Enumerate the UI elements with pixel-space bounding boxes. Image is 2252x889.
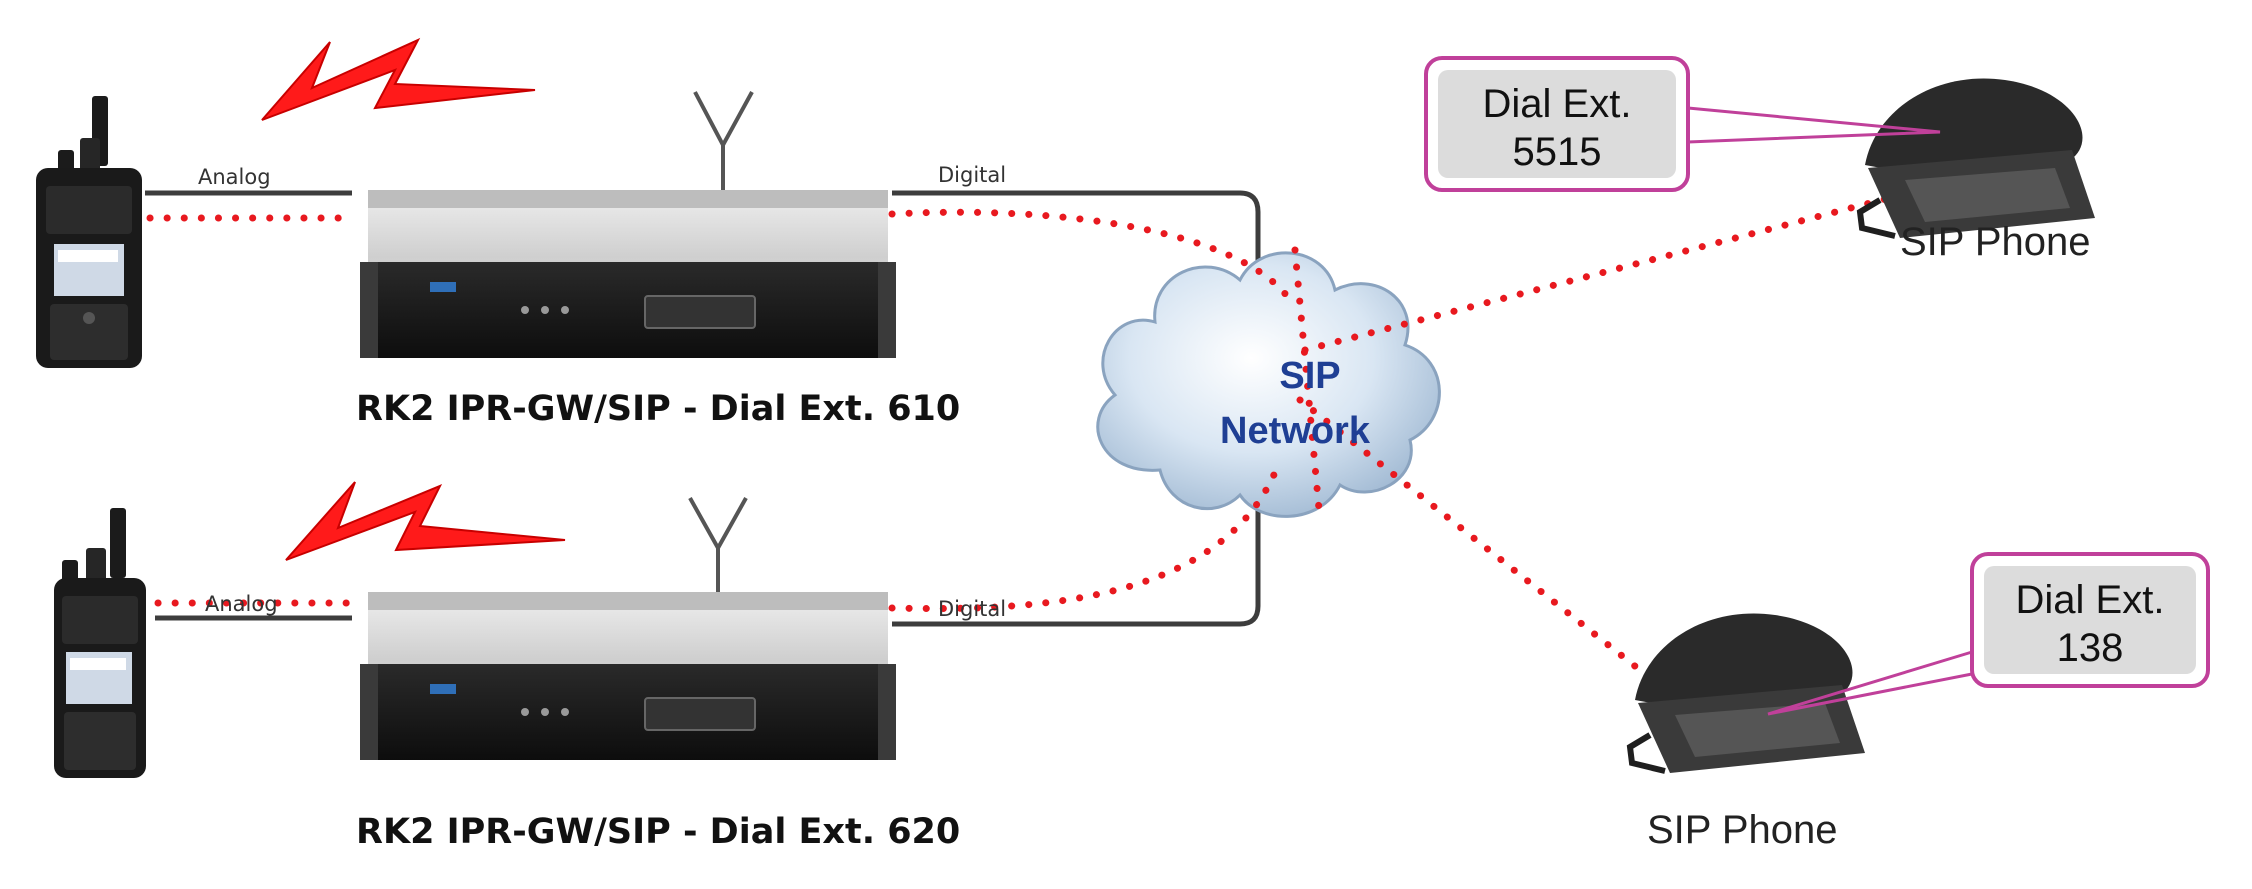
callout-top-line2: 5515	[1513, 130, 1602, 174]
sip-cloud-icon	[1096, 251, 1441, 518]
signal-dots	[146, 186, 1924, 694]
radio-handset-bottom-icon	[54, 508, 146, 778]
cloud-label-line1: SIP	[1279, 355, 1340, 397]
lightning-bottom-icon	[285, 481, 566, 561]
antenna-top-icon	[693, 91, 754, 195]
sip-phone-label-bottom: SIP Phone	[1647, 808, 1838, 852]
callout-top-line1: Dial Ext.	[1483, 82, 1632, 126]
analog-label-bottom: Analog	[205, 592, 278, 616]
gateway-rack-top-icon	[360, 190, 896, 358]
digital-label-top: Digital	[938, 163, 1006, 187]
callout-bottom: Dial Ext. 138	[1970, 552, 2210, 688]
gateway-label-top: RK2 IPR-GW/SIP - Dial Ext. 610	[356, 389, 960, 429]
callout-pointer-bottom	[1767, 650, 1973, 716]
digital-label-bottom: Digital	[938, 597, 1006, 621]
callout-pointer-top	[1687, 106, 1941, 144]
lightning-top-icon	[261, 37, 536, 121]
callout-bottom-line1: Dial Ext.	[2016, 578, 2165, 622]
callout-bottom-line2: 138	[2057, 626, 2124, 670]
sip-phone-bottom-icon	[1626, 613, 1865, 774]
analog-label-top: Analog	[198, 165, 271, 189]
callout-top: Dial Ext. 5515	[1424, 56, 1690, 192]
gateway-label-bottom: RK2 IPR-GW/SIP - Dial Ext. 620	[356, 812, 960, 852]
sip-phone-label-top: SIP Phone	[1900, 220, 2091, 264]
antenna-bottom-icon	[688, 497, 748, 595]
cloud-label-line2: Network	[1220, 410, 1371, 452]
gateway-rack-bottom-icon	[360, 592, 896, 760]
sip-phone-top-icon	[1856, 78, 2095, 239]
radio-handset-top-icon	[36, 96, 142, 368]
